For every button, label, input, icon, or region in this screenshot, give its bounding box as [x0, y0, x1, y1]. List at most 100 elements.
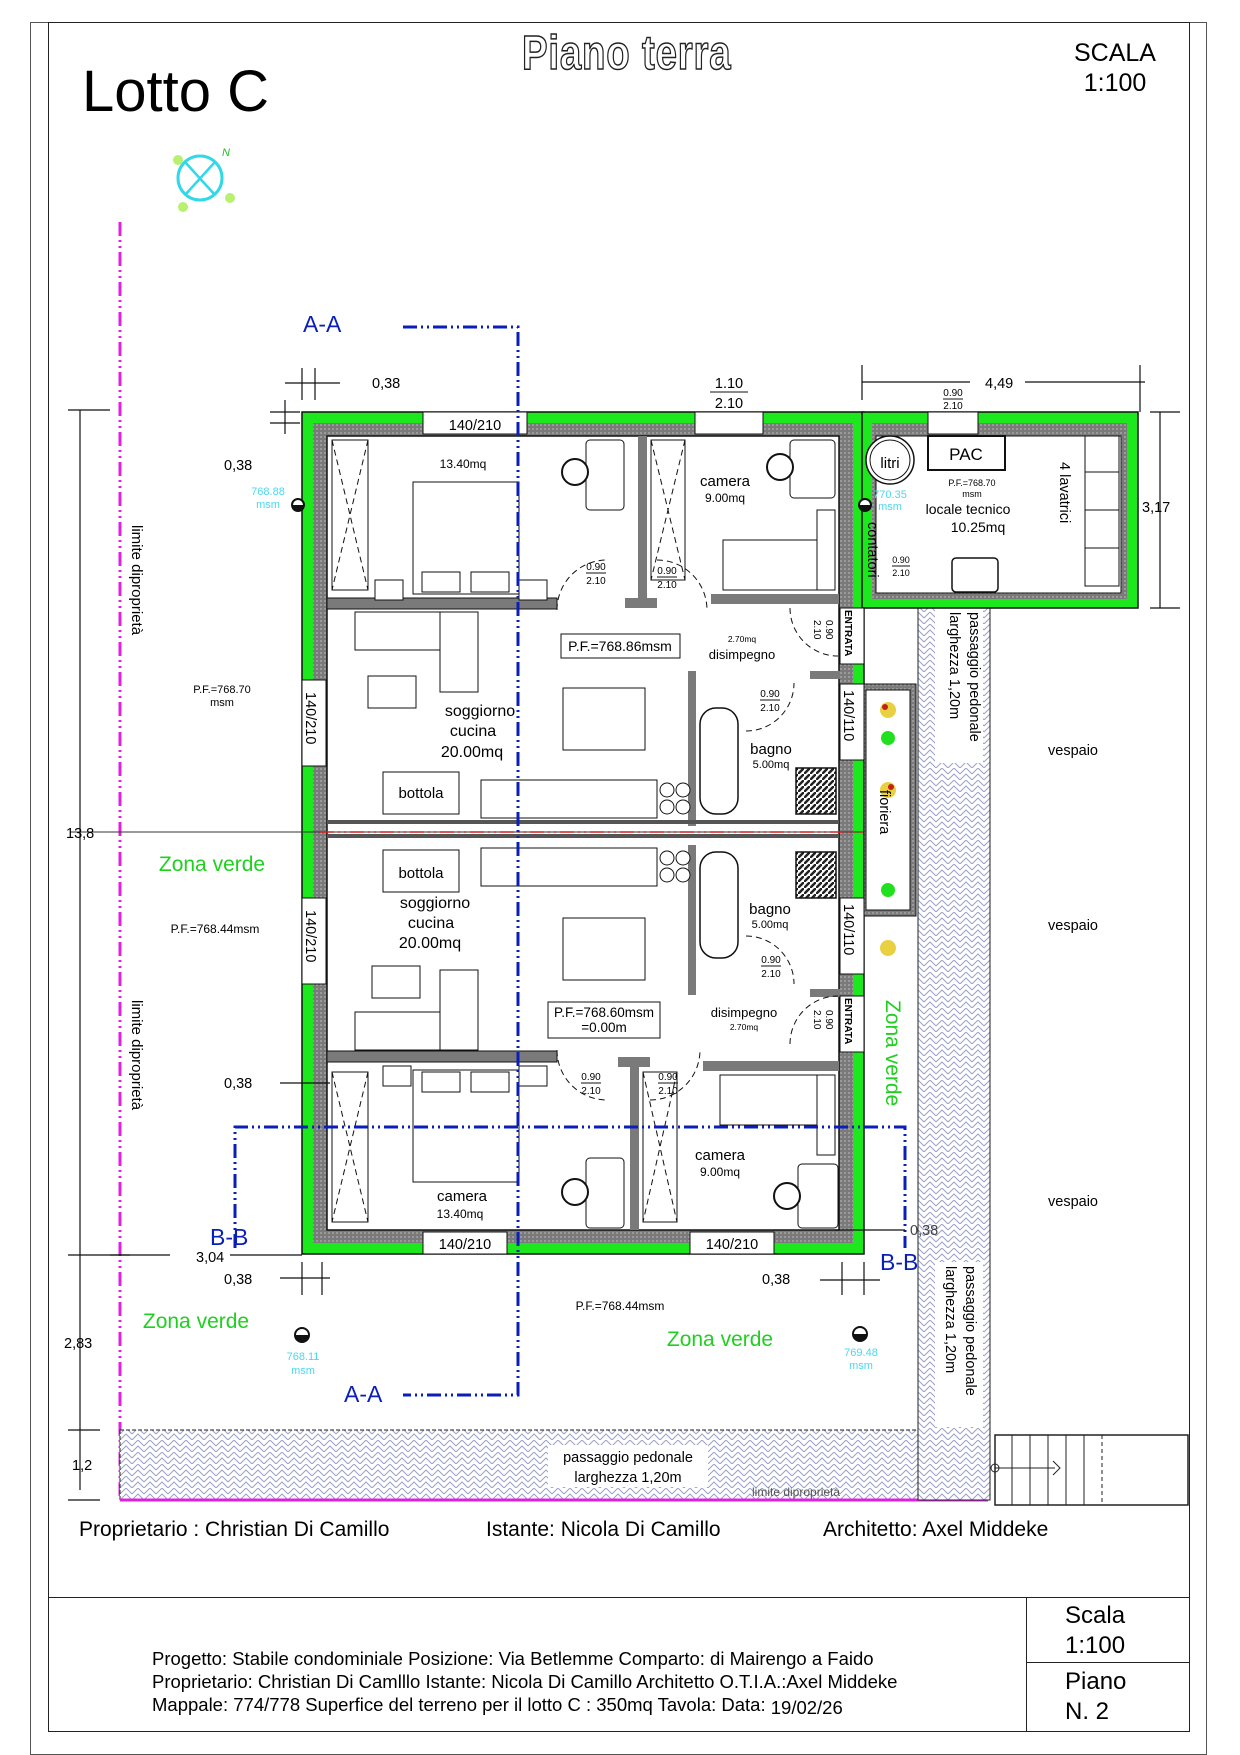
door-label-upper-entry: 0.90 2.10 [811, 620, 834, 640]
room-bedroom-small-upper-area: 9.00mq [705, 491, 745, 505]
project-line: Progetto: Stabile condominiale Posizione… [152, 1648, 874, 1669]
dim-total-depth: 13,8 [66, 826, 94, 842]
lot-title: Lotto C [82, 59, 269, 124]
door-label-lower-a: 0.90 2.10 [581, 1072, 601, 1097]
annex-door-opening [927, 411, 979, 435]
vespaio-label-1: vespaio [1048, 743, 1098, 759]
dimension-lines [68, 365, 1180, 1501]
dim-path-depth: 1,2 [72, 1458, 92, 1474]
svg-text:140/210: 140/210 [439, 1237, 491, 1253]
pf-box-lower-line1: P.F.=768.60msm [554, 1005, 654, 1020]
dim-bottom-left-wall-b: 0,38 [224, 1272, 252, 1288]
pf-left-upper-unit: msm [210, 697, 234, 709]
tank-label: litri [880, 455, 899, 472]
door-opening-top [694, 411, 764, 435]
scale-cell: Scala 1:100 [1027, 1597, 1190, 1663]
door-label-lower-bath: 0.90 2.10 [761, 955, 781, 980]
exterior-stairs [990, 1434, 1189, 1506]
elevation-marker-icon [852, 1326, 868, 1342]
window-lower-bottom-a: 140/210 [422, 1231, 508, 1255]
door-label-annex: 0.90 2.10 [943, 388, 963, 412]
elevation-3-unit: msm [291, 1365, 315, 1377]
entrance-upper: ENTRATA [839, 607, 865, 665]
dim-bottom-right-wall-a: 0,38 [910, 1223, 938, 1239]
floor-cell: Piano N. 2 [1027, 1663, 1190, 1729]
room-bedroom-small-lower-area: 9.00mq [700, 1165, 740, 1179]
elevation-3-value: 768.11 [287, 1351, 320, 1363]
scale-cell-label: Scala [1065, 1602, 1126, 1629]
svg-text:0.90: 0.90 [586, 562, 606, 573]
floor-cell-value: N. 2 [1065, 1698, 1110, 1725]
window-upper-top: 140/210 [422, 411, 528, 435]
north-compass-icon: N [173, 147, 235, 212]
door-label-lower-b: 0.90 2.10 [658, 1072, 678, 1097]
svg-text:2.10: 2.10 [943, 401, 963, 412]
window-lower-left: 140/210 [301, 897, 327, 985]
svg-text:0.90: 0.90 [761, 955, 781, 966]
svg-text:2.10: 2.10 [760, 703, 780, 714]
scale-label: SCALA [1074, 39, 1156, 67]
path-right-lower-line2: larghezza 1,20m [942, 1266, 958, 1373]
green-zone-right: Zona verde [881, 1000, 904, 1106]
water-tank-icon [865, 435, 915, 485]
svg-text:1.10: 1.10 [715, 376, 743, 392]
annex-name: locale tecnico [926, 501, 1011, 517]
pf-box-upper: P.F.=768.86msm [568, 638, 672, 654]
room-bedroom-lower-name: camera [437, 1188, 488, 1205]
door-label-upper-bath: 0.90 2.10 [760, 689, 780, 714]
room-living-lower-area: 20.00mq [399, 935, 461, 952]
room-bedroom-lower-area: 13.40mq [437, 1207, 484, 1221]
dim-annex-depth: 3,17 [1142, 500, 1170, 516]
title-block [48, 1597, 1190, 1732]
room-living-upper-name1: soggiorno [445, 703, 515, 720]
svg-text:140/210: 140/210 [449, 418, 501, 434]
svg-text:140/210: 140/210 [302, 692, 318, 744]
floor-title: Piano terra [521, 26, 732, 81]
vespaio-label-3: vespaio [1048, 1194, 1098, 1210]
heat-pump-box [927, 435, 1006, 471]
meters-label: contatori [864, 522, 880, 578]
architect-credit: Architetto: Axel Middeke [823, 1518, 1049, 1541]
drawing-date: 19/02/26 [770, 1697, 843, 1718]
elevation-4-value: 769.48 [844, 1347, 878, 1359]
door-label-top: 1.10 2.10 [710, 376, 748, 412]
dim-bottom-right-wall-b: 0,38 [762, 1272, 790, 1288]
svg-text:ENTRATA: ENTRATA [842, 998, 853, 1044]
pf-bottom: P.F.=768.44msm [576, 1299, 665, 1313]
svg-text:2.10: 2.10 [586, 576, 606, 587]
bath-upper-name: bagno [750, 741, 792, 758]
pf-left-upper: P.F.=768.70 [193, 684, 251, 696]
svg-text:2.10: 2.10 [581, 1086, 601, 1097]
floor-cell-label: Piano [1065, 1668, 1127, 1695]
hall-upper-area: 2.70mq [728, 634, 757, 644]
applicant-credit: Istante: Nicola Di Camillo [486, 1518, 721, 1541]
room-living-upper-name2: cucina [450, 723, 496, 740]
washers-label: 4 lavatrici [1056, 462, 1072, 523]
bath-upper-area: 5.00mq [753, 759, 790, 771]
hall-upper-name: disimpegno [709, 647, 776, 662]
boundary-label-bottom: limite diproprietà [752, 1485, 840, 1499]
door-label-upper-b: 0.90 2.10 [657, 566, 677, 591]
elevation-1-value: 768.88 [251, 486, 285, 498]
scale-header: SCALA 1:100 [1070, 38, 1160, 98]
dim-top-wall: 0,38 [372, 376, 400, 392]
svg-text:0.90: 0.90 [760, 689, 780, 700]
svg-text:0.90: 0.90 [657, 566, 677, 577]
hall-lower-area: 2.70mq [730, 1022, 759, 1032]
elevation-4-unit: msm [849, 1360, 873, 1372]
hatch-lower [382, 849, 460, 893]
window-upper-right: 140/110 [839, 683, 865, 761]
door-label-lower-entry: 0.90 2.10 [811, 1010, 834, 1030]
boundary-label-upper: limite diproprietà [128, 525, 145, 636]
north-label: N [222, 147, 230, 159]
svg-text:140/210: 140/210 [302, 910, 318, 962]
vespaio-label-2: vespaio [1048, 918, 1098, 934]
window-lower-bottom-b: 140/210 [689, 1231, 775, 1255]
room-living-lower-name1: soggiorno [400, 895, 470, 912]
dim-annex-width: 4,49 [985, 376, 1013, 392]
elevation-2-unit: msm [878, 501, 902, 513]
section-bb-left-label: B-B [210, 1224, 248, 1250]
section-aa-top-label: A-A [303, 311, 342, 337]
annex-area: 10.25mq [951, 519, 1005, 535]
hall-lower-name: disimpegno [711, 1005, 778, 1020]
